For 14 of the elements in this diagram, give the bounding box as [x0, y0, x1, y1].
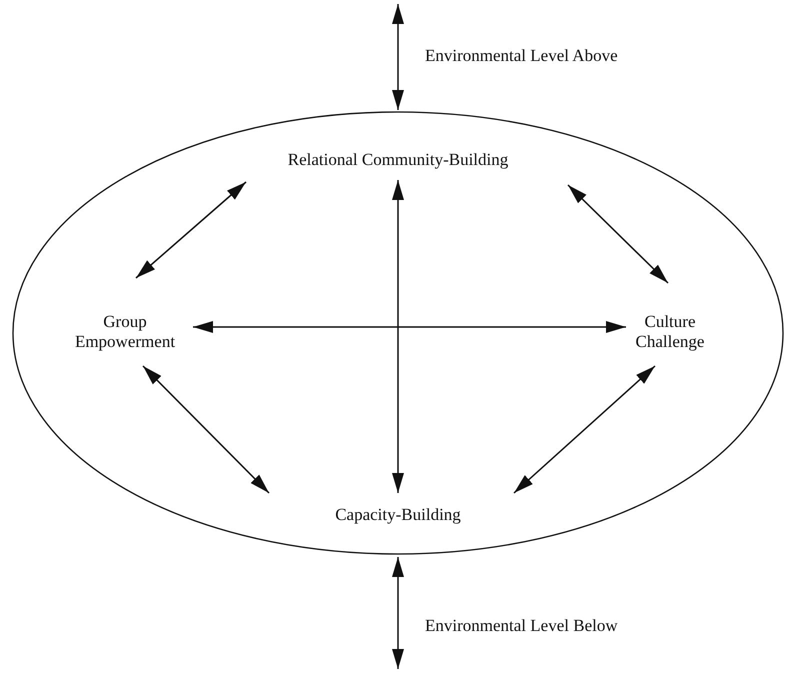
concept-label: Group Empowerment	[55, 310, 195, 354]
double-arrow	[514, 365, 656, 494]
double-arrow	[392, 4, 404, 110]
double-arrow	[142, 365, 270, 494]
concept-label: Culture Challenge	[615, 310, 725, 354]
concept-label: Capacity-Building	[298, 503, 498, 527]
double-arrow	[567, 184, 669, 284]
double-arrow	[392, 557, 404, 669]
concept-label: Relational Community-Building	[248, 148, 548, 172]
double-arrow	[136, 181, 246, 279]
double-arrow	[392, 180, 404, 493]
level-label: Environmental Level Below	[425, 616, 618, 636]
level-label: Environmental Level Above	[425, 46, 618, 66]
double-arrow	[193, 321, 626, 333]
